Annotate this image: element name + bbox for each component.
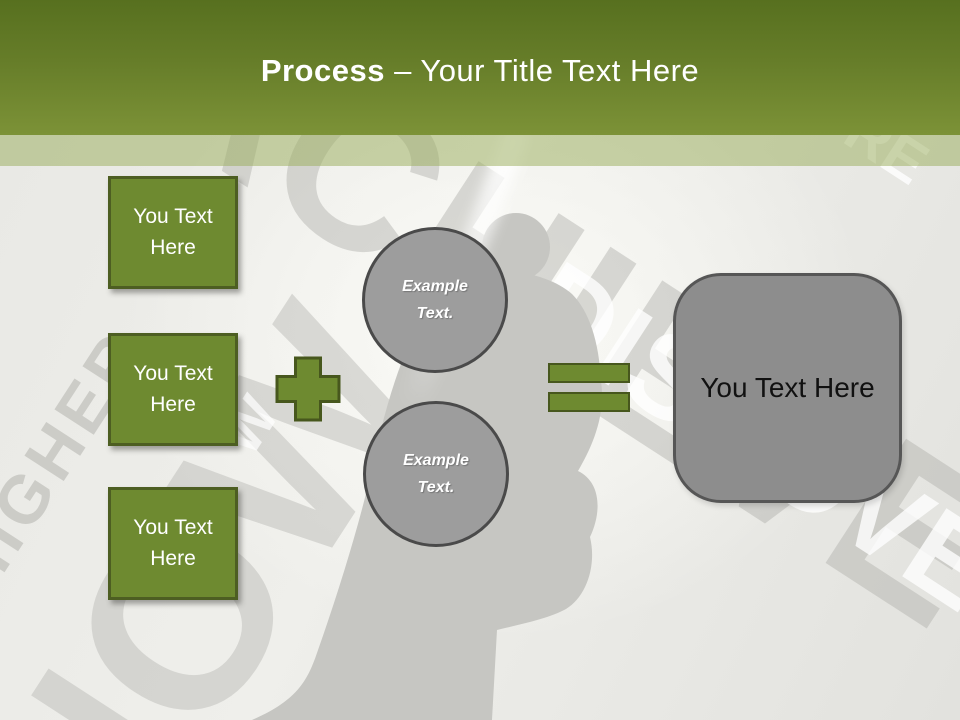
input-box-2[interactable]: You Text Here bbox=[108, 333, 238, 446]
input-box-1-label: You Text Here bbox=[133, 205, 213, 259]
plus-icon bbox=[273, 354, 343, 424]
slide-title-text: – Your Title Text Here bbox=[384, 52, 700, 88]
input-box-3-label: You Text Here bbox=[133, 516, 213, 570]
example-circle-2[interactable]: Example Text. bbox=[363, 401, 509, 547]
input-box-3[interactable]: You Text Here bbox=[108, 487, 238, 600]
example-circle-2-label: Example Text. bbox=[403, 451, 469, 496]
slide-title-keyword: Process bbox=[260, 52, 385, 88]
equals-icon bbox=[548, 363, 630, 413]
example-circle-1[interactable]: Example Text. bbox=[362, 227, 508, 373]
slide-title-bar: Process – Your Title Text Here bbox=[0, 0, 960, 135]
result-box-label: You Text Here bbox=[700, 372, 875, 403]
input-box-2-label: You Text Here bbox=[133, 362, 213, 416]
result-box[interactable]: You Text Here bbox=[673, 273, 902, 503]
example-circle-1-label: Example Text. bbox=[402, 277, 468, 322]
header-underlay-strip bbox=[0, 135, 960, 166]
input-box-1[interactable]: You Text Here bbox=[108, 176, 238, 289]
page-title[interactable]: Process – Your Title Text Here bbox=[261, 47, 699, 89]
